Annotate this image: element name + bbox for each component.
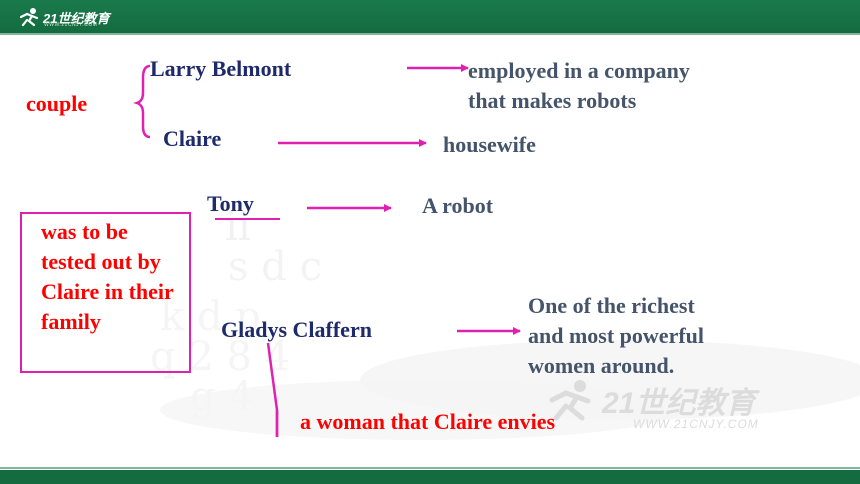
name-claire: Claire xyxy=(163,126,222,151)
watermark-runner-icon xyxy=(549,380,591,421)
logo-text: 21世纪教育 xyxy=(43,10,110,26)
footer-bar xyxy=(0,470,860,484)
brand-logo: 21世纪教育 xyxy=(18,6,109,28)
footer-divider xyxy=(0,467,860,469)
logo-subtext: WWW.21CNJY.COM xyxy=(44,22,98,28)
watermark-text: 21世纪教育 xyxy=(602,387,756,420)
note-box xyxy=(20,212,191,373)
relation-text: a woman that Claire envies xyxy=(300,409,556,434)
gladys-relation-connector xyxy=(266,342,279,437)
note-line-3: Claire in their xyxy=(41,279,174,304)
couple-label: couple xyxy=(26,91,88,116)
larry-description: employed in a company that makes robots xyxy=(468,56,768,116)
watermark-logo: 21世纪教育 xyxy=(546,378,755,422)
header-bar xyxy=(0,0,860,33)
note-line-4: family xyxy=(41,309,101,334)
runner-icon xyxy=(19,8,39,27)
svg-text:g 4: g 4 xyxy=(190,374,254,420)
gladys-description-line-2: and most powerful xyxy=(528,323,705,348)
tony-description: A robot xyxy=(422,193,494,218)
gladys-description-line-1: One of the richest xyxy=(528,293,695,318)
couple-brace xyxy=(133,64,151,139)
header-divider xyxy=(0,33,860,35)
note-line-1: was to be xyxy=(41,219,128,244)
watermark-subtext: WWW.21CNJY.COM xyxy=(633,417,759,431)
name-gladys-claffern: Gladys Claffern xyxy=(221,317,372,342)
svg-text:s d c: s d c xyxy=(228,244,322,290)
note-line-2: tested out by xyxy=(41,249,161,274)
note-box-text: was to be tested out by Claire in their … xyxy=(41,217,201,337)
name-tony: Tony xyxy=(207,191,254,216)
gladys-description: One of the richest and most powerful wom… xyxy=(528,291,788,381)
larry-description-line-2: that makes robots xyxy=(468,88,637,113)
larry-description-line-1: employed in a company xyxy=(468,58,690,83)
claire-description: housewife xyxy=(443,132,536,157)
name-larry-belmont: Larry Belmont xyxy=(150,56,292,81)
gladys-description-line-3: women around. xyxy=(528,353,675,378)
